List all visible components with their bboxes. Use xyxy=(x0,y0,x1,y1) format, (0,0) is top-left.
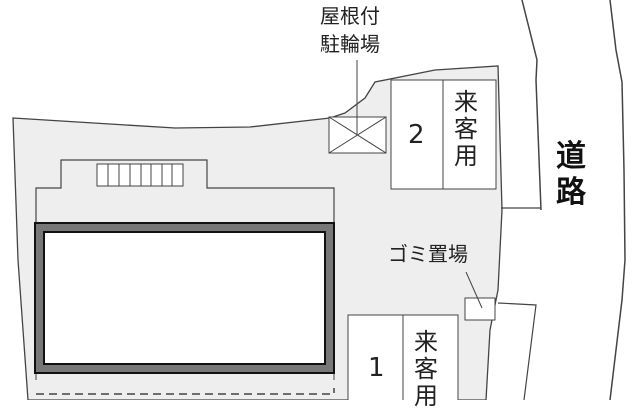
road-stub-bottom xyxy=(497,302,537,400)
visitor-char: 来 xyxy=(414,328,438,356)
parking-slot-2-visitor-label: 来 客 用 xyxy=(454,90,478,168)
building-outline xyxy=(35,159,335,222)
road-label-char1: 道 xyxy=(556,139,586,174)
road-edge-left xyxy=(521,0,542,211)
parking-slot-1-number: 1 xyxy=(368,353,385,383)
visitor-char: 用 xyxy=(414,382,438,410)
parking-slot-2 xyxy=(390,79,497,190)
road-label: 道 路 xyxy=(556,142,586,208)
trash-box-icon xyxy=(464,297,496,321)
visitor-char: 客 xyxy=(414,355,438,383)
stairs-icon xyxy=(96,163,184,187)
covered-bike-parking-line1: 屋根付 xyxy=(320,4,380,28)
road xyxy=(520,0,625,400)
trash-area-label: ゴミ置場 xyxy=(388,242,468,266)
parking-slot-1 xyxy=(347,314,459,400)
eave-dashed-line xyxy=(36,388,335,395)
main-building xyxy=(34,222,335,374)
visitor-char: 客 xyxy=(454,115,478,143)
road-edge-right xyxy=(609,0,626,400)
site-map xyxy=(12,0,626,400)
covered-bike-parking-label: 屋根付 駐輪場 xyxy=(300,2,400,58)
trash-leader-line xyxy=(465,271,483,309)
visitor-char: 用 xyxy=(454,142,478,170)
covered-bike-parking-line2: 駐輪場 xyxy=(320,32,380,56)
road-label-char2: 路 xyxy=(556,175,586,210)
parking-slot-1-visitor-label: 来 客 用 xyxy=(414,330,438,408)
visitor-char: 来 xyxy=(454,88,478,116)
parking-slot-2-number: 2 xyxy=(408,120,425,150)
